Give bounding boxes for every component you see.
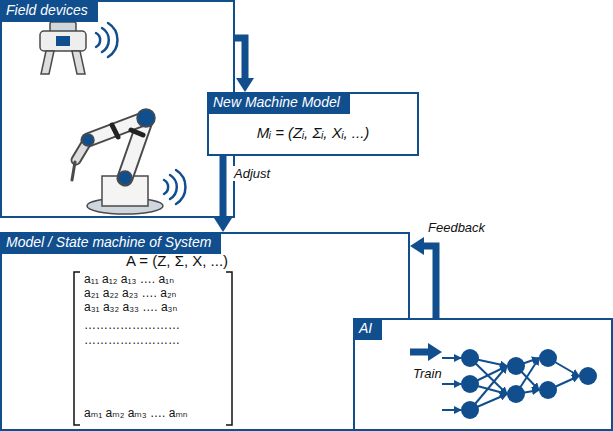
network-link xyxy=(470,366,507,410)
gripper-figure xyxy=(40,22,86,74)
network-link xyxy=(516,366,539,390)
neural-network-figure xyxy=(442,349,597,419)
network-link xyxy=(516,358,539,366)
matrix-dots: …………………… xyxy=(84,333,226,347)
neuron xyxy=(461,375,479,393)
ai-box: AI xyxy=(353,318,613,431)
edge-label: Feedback xyxy=(426,220,487,235)
network-link xyxy=(470,394,507,410)
network-input xyxy=(442,357,461,359)
edge-label: Adjust xyxy=(232,166,272,181)
model-formula: Mᵢ = (Zᵢ, Σᵢ, Xᵢ, ...) xyxy=(209,124,417,142)
header-tab: Model / State machine of System xyxy=(0,232,221,254)
matrix-row: a₃₁ a₃₂ a₃₃ …. a₃ₙ xyxy=(84,300,226,314)
wireless-symbol xyxy=(164,170,185,204)
matrix-dots: …………………… xyxy=(84,318,226,332)
flow-arrow xyxy=(235,38,245,80)
network-link xyxy=(548,376,579,390)
neuron xyxy=(539,349,557,367)
network-link xyxy=(470,384,507,394)
system-formula: A = (Z, Σ, X, ...) xyxy=(92,252,262,270)
edge-label: Train xyxy=(411,366,444,381)
neuron xyxy=(461,401,479,419)
network-link xyxy=(516,390,539,394)
network-link xyxy=(470,366,507,384)
matrix-row: a₁₁ a₁₂ a₁₃ …. a₁ₙ xyxy=(84,272,226,286)
machine-model-box: New Machine Model Mᵢ = (Zᵢ, Σᵢ, Xᵢ, ...) xyxy=(207,92,419,156)
system-model-box: Model / State machine of SystemA = (Z, Σ… xyxy=(0,232,410,431)
matrix-row: aₘ₁ aₘ₂ aₘ₃ …. aₘₙ xyxy=(84,406,226,420)
neuron xyxy=(461,349,479,367)
robot-arm-figure xyxy=(72,109,163,214)
header-tab: AI xyxy=(353,318,382,340)
wireless-symbol xyxy=(96,23,117,57)
network-link xyxy=(470,358,507,366)
neuron xyxy=(507,357,525,375)
flow-arrow xyxy=(422,246,436,318)
network-input xyxy=(442,383,461,385)
header-tab: Field devices xyxy=(0,0,98,22)
flow-arrow xyxy=(410,349,430,356)
neuron xyxy=(579,367,597,385)
network-link xyxy=(470,358,507,394)
flow-arrow xyxy=(220,156,227,220)
network-link xyxy=(516,358,539,394)
network-link xyxy=(548,358,579,376)
matrix-row: a₂₁ a₂₂ a₂₃ …. a₂ₙ xyxy=(84,286,226,300)
neuron xyxy=(539,381,557,399)
network-input xyxy=(442,409,461,411)
field-devices-box: Field devices xyxy=(0,0,235,218)
neuron xyxy=(507,385,525,403)
matrix-bracket xyxy=(74,272,232,425)
header-tab: New Machine Model xyxy=(207,92,350,114)
